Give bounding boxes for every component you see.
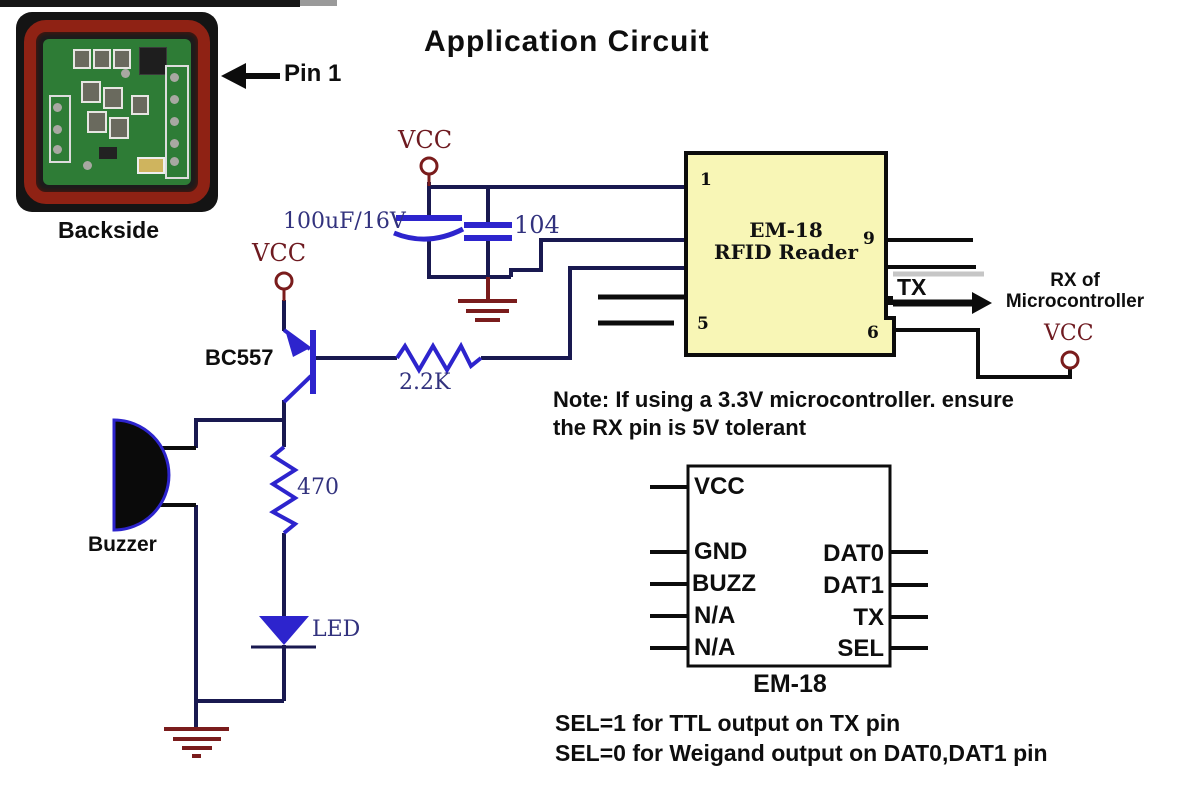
resistor-470 <box>269 445 299 535</box>
resistor-2-2k-label: 2.2K <box>399 370 451 395</box>
pinout-left-buzz: BUZZ <box>692 570 756 597</box>
vcc-terminals <box>274 156 1080 370</box>
pcb-component <box>113 49 131 69</box>
photo-label: Backside <box>58 217 160 243</box>
pcb-pad <box>170 117 179 126</box>
reader-pin-1: 1 <box>700 170 712 190</box>
sel-note-line2: SEL=0 for Weigand output on DAT0,DAT1 pi… <box>555 740 1048 766</box>
pcb-component-dark <box>99 147 117 159</box>
pcb-connector-strip <box>165 65 189 179</box>
pcb-component <box>73 49 91 69</box>
resistor-2-2k <box>395 341 483 374</box>
pin1-arrow <box>221 63 280 89</box>
reader-title-line1: EM-18 <box>749 218 823 242</box>
pcb-pad <box>53 125 62 134</box>
pcb-board <box>43 39 191 185</box>
wires <box>194 182 687 729</box>
pinout-left-na2: N/A <box>694 634 736 661</box>
tx-arrow <box>884 292 992 314</box>
transistor-label: BC557 <box>205 345 274 370</box>
pcb-component-ic <box>139 47 167 75</box>
ground-symbol-caps <box>458 277 517 322</box>
pcb-photo <box>16 12 218 212</box>
pinout-left-gnd: GND <box>694 538 748 565</box>
pcb-component <box>81 81 101 103</box>
ceramic-capacitor <box>464 222 512 241</box>
reader-output-wires <box>886 238 1072 379</box>
pcb-component <box>87 111 107 133</box>
pcb-pad <box>121 69 130 78</box>
page-title: Application Circuit <box>424 25 710 58</box>
pcb-component <box>131 95 149 115</box>
top-edge-bar <box>0 0 300 7</box>
vcc-label-transistor: VCC <box>252 239 307 267</box>
pinout-right-sel: SEL <box>837 635 884 662</box>
pcb-pad <box>53 103 62 112</box>
reader-title-line2: RFID Reader <box>713 240 859 264</box>
note-line1: Note: If using a 3.3V microcontroller. e… <box>553 387 1014 412</box>
electrolytic-cap-label: 100uF/16V <box>283 209 406 234</box>
pcb-pad <box>53 145 62 154</box>
pin1-label: Pin 1 <box>284 60 342 87</box>
buzzer-label: Buzzer <box>88 533 157 556</box>
em18-reader-block <box>684 151 896 357</box>
resistor-470-label: 470 <box>297 475 339 500</box>
reader-pin-9: 9 <box>863 229 875 249</box>
em18-pinout-box <box>650 464 928 668</box>
led-symbol <box>251 616 316 649</box>
wires-black <box>160 294 686 507</box>
pcb-component <box>109 117 129 139</box>
pinout-name: EM-18 <box>753 670 827 698</box>
pinout-right-dat1: DAT1 <box>823 572 884 599</box>
pcb-pad <box>170 157 179 166</box>
transistor-bc557-symbol <box>282 328 316 404</box>
buzzer-symbol <box>112 418 171 532</box>
mcu-label-line1: RX of <box>1050 270 1100 291</box>
vcc-label-caps: VCC <box>398 126 453 154</box>
pcb-component <box>103 87 123 109</box>
pinout-right-dat0: DAT0 <box>823 540 884 567</box>
pcb-component-yellow <box>137 157 165 174</box>
ceramic-cap-label: 104 <box>514 211 560 239</box>
reader-pin-6: 6 <box>867 323 879 343</box>
pinout-left-vcc: VCC <box>694 473 745 500</box>
pcb-pad <box>170 95 179 104</box>
reader-pin-5: 5 <box>697 314 709 334</box>
note-line2: the RX pin is 5V tolerant <box>553 415 807 440</box>
pcb-pad <box>170 139 179 148</box>
pcb-connector-strip <box>49 95 71 163</box>
pinout-left-na1: N/A <box>694 602 736 629</box>
sel-note-line1: SEL=1 for TTL output on TX pin <box>555 710 901 736</box>
pcb-pad <box>83 161 92 170</box>
pcb-pad <box>170 73 179 82</box>
top-edge-bar-gray <box>300 0 337 6</box>
pcb-component <box>93 49 111 69</box>
electrolytic-capacitor <box>393 215 465 242</box>
ground-symbol-main <box>164 727 229 758</box>
led-label: LED <box>312 617 361 642</box>
pinout-right-tx: TX <box>853 604 884 631</box>
vcc-label-right: VCC <box>1044 321 1094 346</box>
mcu-label-line2: Microcontroller <box>1005 291 1145 312</box>
tx-label: TX <box>897 274 927 300</box>
